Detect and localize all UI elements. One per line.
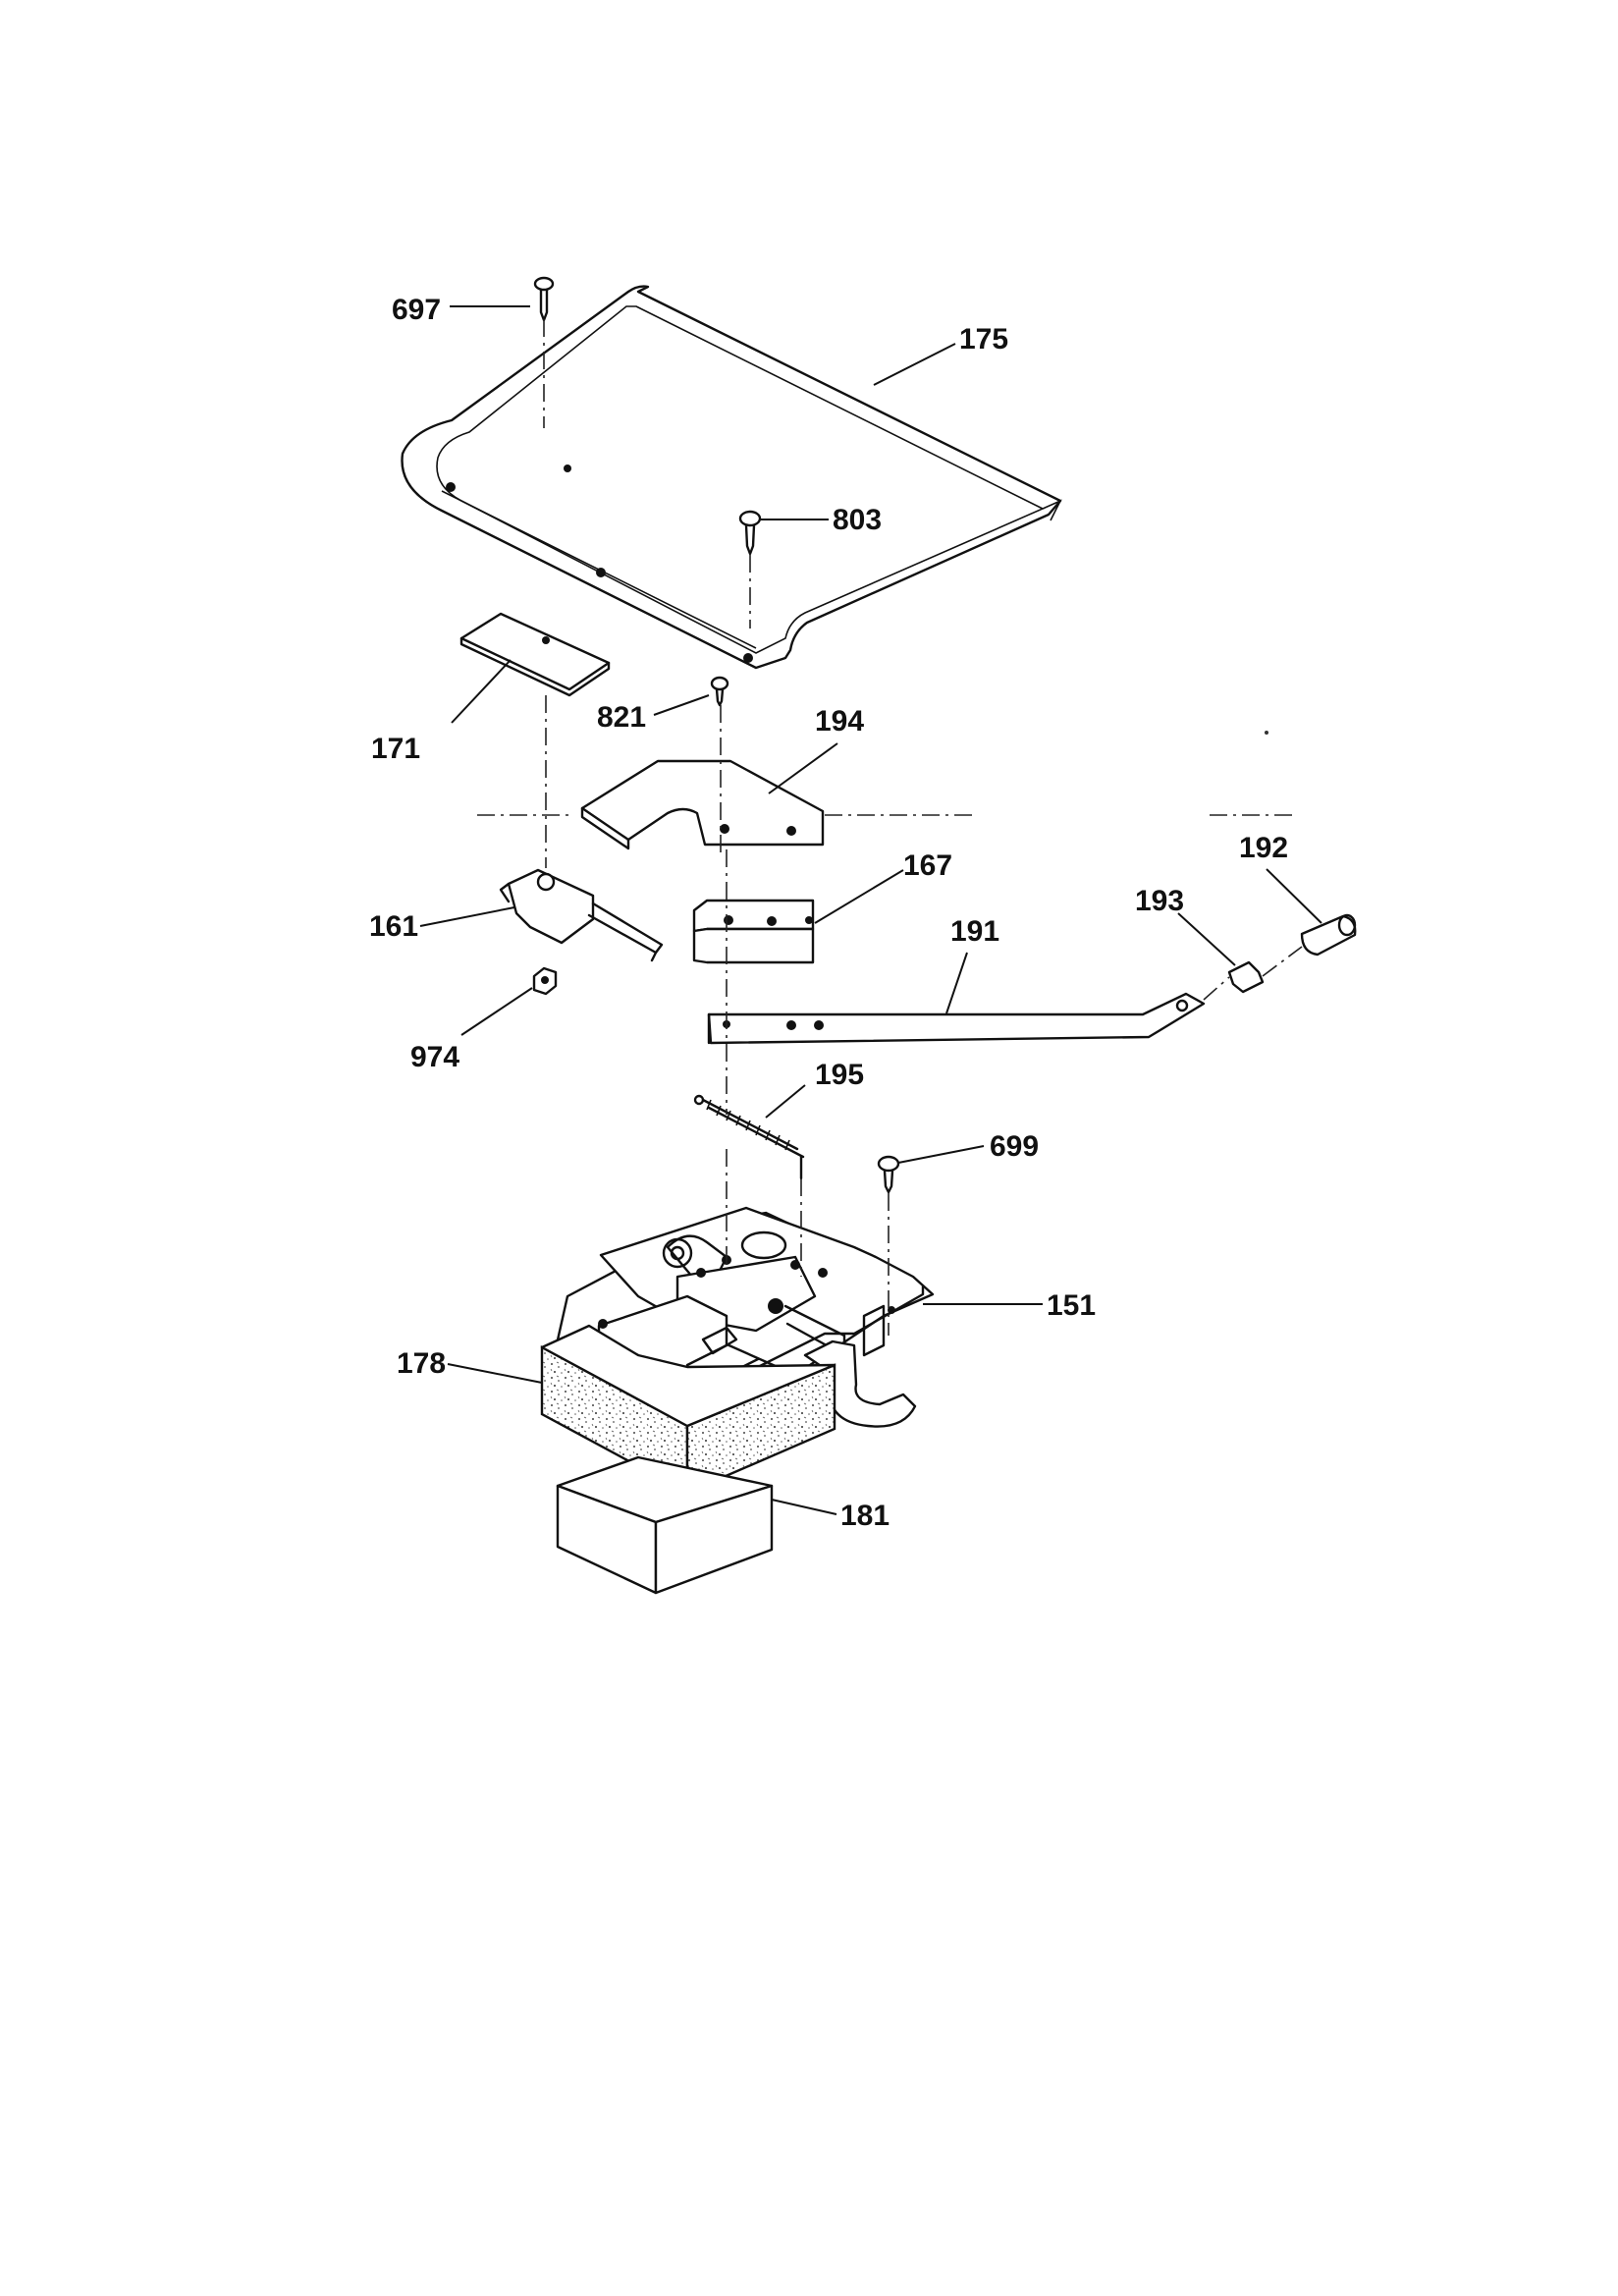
leader-lines	[419, 305, 1322, 1515]
foam-block-178-part	[540, 1324, 836, 1496]
label-181: 181	[840, 1500, 890, 1532]
screw-821-part	[710, 676, 729, 707]
label-699: 699	[990, 1130, 1039, 1163]
cap-192-part	[1300, 913, 1357, 957]
label-974: 974	[410, 1041, 459, 1073]
screw-697-part	[533, 276, 555, 322]
label-191: 191	[950, 915, 999, 948]
bracket-194-part	[580, 759, 825, 850]
top-cover-part	[401, 285, 1062, 670]
screw-803-part	[738, 510, 762, 556]
label-194: 194	[815, 705, 864, 738]
label-178: 178	[397, 1347, 446, 1380]
label-167: 167	[903, 849, 952, 882]
label-697: 697	[392, 294, 441, 326]
label-821: 821	[597, 701, 646, 734]
switch-161-part	[499, 868, 664, 962]
label-192: 192	[1239, 832, 1288, 864]
axis-lines	[477, 319, 1303, 1336]
stray-dot	[1265, 731, 1268, 735]
label-193: 193	[1135, 885, 1184, 917]
label-171: 171	[371, 733, 420, 765]
label-161: 161	[369, 910, 418, 943]
label-151: 151	[1047, 1289, 1096, 1322]
block-167-part	[692, 899, 815, 964]
spring-195-part	[693, 1094, 805, 1180]
label-803: 803	[833, 504, 882, 536]
screw-699-part	[877, 1155, 900, 1194]
label-195: 195	[815, 1059, 864, 1091]
clip-193-part	[1227, 960, 1265, 994]
label-175: 175	[959, 323, 1008, 355]
nut-974-part	[532, 966, 558, 996]
part-labels: 697 175 803 171 821 194 167 192 193 161 …	[369, 294, 1288, 1532]
box-181-part	[556, 1455, 774, 1595]
pad-171-part	[459, 612, 611, 697]
lever-bar-191-part	[707, 992, 1206, 1045]
